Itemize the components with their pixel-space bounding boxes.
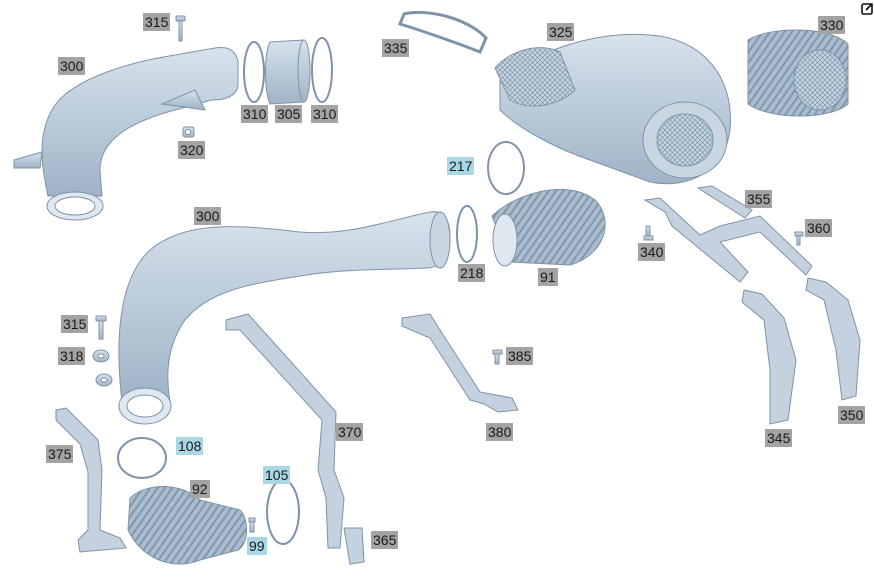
- bolt-340: [643, 225, 654, 241]
- callout-217[interactable]: 217: [447, 157, 475, 175]
- callout-380[interactable]: 380: [486, 423, 514, 441]
- bolt-360: [794, 231, 804, 246]
- callout-315-top[interactable]: 315: [143, 13, 171, 31]
- callout-91[interactable]: 91: [538, 268, 558, 286]
- callout-360[interactable]: 360: [805, 219, 833, 237]
- washer-318: [92, 349, 110, 363]
- callout-300-upper[interactable]: 300: [58, 57, 86, 75]
- callout-300-lower[interactable]: 300: [194, 207, 222, 225]
- washer-pipe-base: [95, 373, 113, 387]
- clamp-310-right: [311, 37, 333, 103]
- callout-92[interactable]: 92: [190, 480, 210, 498]
- bolt-385: [492, 349, 503, 365]
- callout-99[interactable]: 99: [247, 537, 267, 555]
- intake-hose-92: [127, 486, 247, 565]
- callout-105[interactable]: 105: [263, 466, 291, 484]
- bracket-345: [741, 289, 797, 425]
- callout-375[interactable]: 375: [46, 445, 74, 463]
- callout-108[interactable]: 108: [176, 437, 204, 455]
- clip-99: [248, 517, 256, 533]
- clamp-105: [266, 479, 300, 545]
- callout-365[interactable]: 365: [371, 531, 399, 549]
- callout-370[interactable]: 370: [336, 423, 364, 441]
- callout-318[interactable]: 318: [58, 347, 86, 365]
- gasket-335: [397, 10, 488, 54]
- callout-218[interactable]: 218: [458, 264, 486, 282]
- bracket-380: [401, 313, 519, 413]
- filter-element-330: [747, 29, 849, 117]
- intake-pipe-300-upper: [41, 47, 239, 197]
- plate-365: [343, 527, 365, 565]
- bolt-315-top: [175, 15, 186, 42]
- edit-icon[interactable]: [861, 2, 874, 15]
- callout-330[interactable]: 330: [818, 16, 846, 34]
- callout-350[interactable]: 350: [838, 406, 866, 424]
- callout-315-lower[interactable]: 315: [61, 315, 89, 333]
- callout-345[interactable]: 345: [765, 429, 793, 447]
- bracket-355: [643, 197, 813, 283]
- clamp-108: [117, 437, 167, 479]
- bracket-375: [55, 407, 127, 553]
- clamp-218: [456, 205, 478, 263]
- bracket-350: [805, 277, 861, 401]
- intake-hose-91: [491, 188, 606, 267]
- callout-355[interactable]: 355: [745, 190, 773, 208]
- pipe-300-upper-flange: [13, 151, 43, 169]
- callout-320[interactable]: 320: [178, 141, 206, 159]
- callout-325[interactable]: 325: [547, 23, 575, 41]
- clamp-217: [487, 141, 525, 195]
- bracket-370: [225, 313, 345, 549]
- callout-305[interactable]: 305: [275, 105, 303, 123]
- callout-310-right[interactable]: 310: [311, 105, 339, 123]
- nut-320: [182, 126, 195, 138]
- bolt-315-lower: [95, 315, 107, 340]
- callout-340[interactable]: 340: [638, 243, 666, 261]
- housing-325-intake-grille: [494, 47, 576, 107]
- callout-335[interactable]: 335: [382, 39, 410, 57]
- callout-385[interactable]: 385: [506, 347, 534, 365]
- clamp-310-left: [243, 41, 265, 103]
- callout-310-left[interactable]: 310: [241, 105, 269, 123]
